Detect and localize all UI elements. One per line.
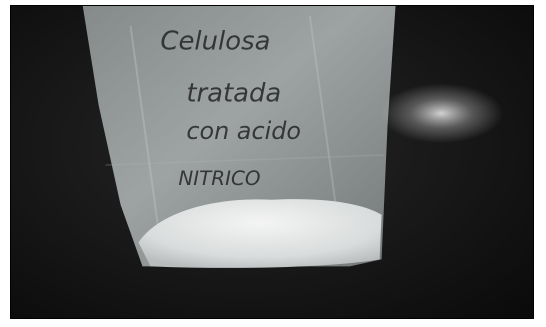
light-glare: [379, 83, 504, 144]
handwriting-line-3: con acido: [186, 117, 301, 145]
bag-crease: [129, 25, 162, 245]
white-powder: [138, 199, 382, 268]
handwriting-line-1: Celulosa: [160, 27, 270, 57]
handwriting-line-4: NITRICO: [178, 167, 260, 190]
photo: Celulosa tratada con acido NITRICO: [10, 5, 534, 319]
bag-crease: [105, 154, 385, 166]
handwriting-line-2: tratada: [186, 78, 281, 108]
photo-scene: Celulosa tratada con acido NITRICO: [11, 6, 533, 318]
bag-crease: [308, 15, 341, 235]
